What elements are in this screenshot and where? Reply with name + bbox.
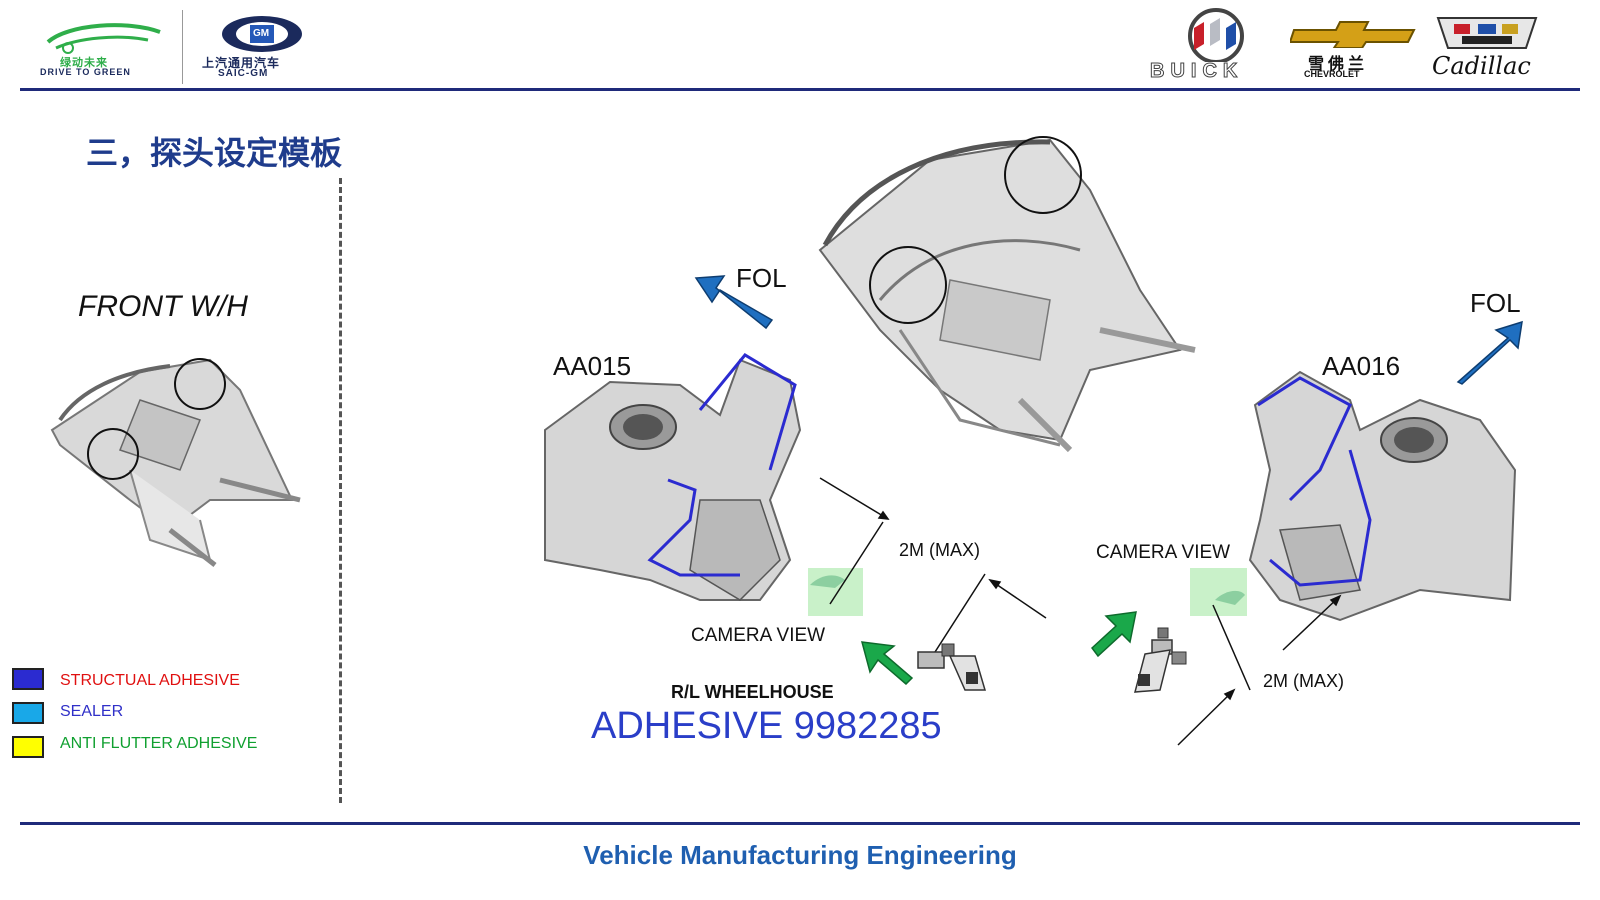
distance-label-left: 2M (MAX)	[899, 540, 980, 560]
wheelhouse-part-aa016	[1248, 370, 1517, 622]
front-wh-label: FRONT W/H	[78, 290, 248, 323]
part-label-aa015: AA015	[553, 351, 632, 381]
buick-tri-shield-icon	[1188, 8, 1244, 62]
legend-swatch-structural-adhesive	[12, 668, 44, 690]
fol-label-left: FOL	[736, 263, 787, 293]
cadillac-logo: Cadillac	[1432, 14, 1542, 82]
buick-wordmark: BUICK	[1150, 60, 1244, 83]
thumbnail-highlight-circle	[174, 358, 226, 410]
wheelhouse-label: R/L WHEELHOUSE	[671, 682, 834, 702]
part-label-aa016: AA016	[1322, 351, 1401, 381]
overview-highlight-circle	[1004, 136, 1082, 214]
saic-caption-cn: 上汽通用汽车	[202, 56, 281, 70]
dimension-lines	[819, 477, 1342, 746]
drive-to-green-logo: 绿动未来 DRIVE TO GREEN	[38, 14, 168, 78]
saic-gm-emblem-icon	[222, 16, 302, 52]
legend-label-anti-flutter: ANTI FLUTTER ADHESIVE	[60, 735, 258, 752]
camera-view-label-left: CAMERA VIEW	[691, 625, 826, 646]
fol-arrow-left-icon	[694, 275, 774, 330]
legend-label-sealer: SEALER	[60, 703, 124, 720]
fol-label-right: FOL	[1470, 288, 1521, 318]
body-in-white-overview	[818, 136, 1196, 453]
footer-text: Vehicle Manufacturing Engineering	[583, 840, 1017, 870]
front-wh-thumbnail	[50, 358, 301, 567]
camera-view-zone-left	[808, 568, 863, 616]
camera-arrow-left-icon	[860, 641, 914, 686]
camera-sensor-left-icon	[917, 643, 987, 691]
chevrolet-en: CHEVROLET	[1304, 69, 1360, 79]
camera-sensor-right-icon	[1134, 627, 1187, 693]
distance-label-right: 2M (MAX)	[1263, 671, 1344, 691]
chevrolet-logo: 雪佛兰 CHEVROLET	[1290, 18, 1418, 80]
saic-gm-logo: GM 上汽通用汽车 SAIC-GM	[200, 14, 330, 80]
fol-arrow-right-icon	[1456, 320, 1523, 385]
cadillac-wordmark: Cadillac	[1432, 52, 1531, 80]
logo-caption-cn: 绿动未来	[60, 57, 108, 69]
saic-caption-en: SAIC-GM	[218, 68, 269, 79]
buick-logo: BUICK	[1150, 8, 1290, 83]
adhesive-part-number: ADHESIVE 9982285	[591, 705, 942, 747]
camera-target-right-icon	[1215, 590, 1245, 605]
green-car-icon	[46, 23, 161, 54]
legend-label-structural-adhesive: STRUCTUAL ADHESIVE	[60, 672, 240, 689]
chevrolet-bowtie-icon	[1290, 21, 1416, 48]
chevrolet-cn: 雪佛兰	[1308, 56, 1369, 73]
vertical-dashed-divider	[339, 178, 342, 803]
camera-arrow-right-icon	[1090, 611, 1137, 658]
thumbnail-highlight-circle	[87, 428, 139, 480]
footer-divider	[20, 822, 1580, 825]
logo-divider	[182, 10, 183, 84]
camera-target-left-icon	[810, 575, 845, 588]
page-title: 三，探头设定模板	[86, 134, 343, 172]
logo-caption-en: DRIVE TO GREEN	[40, 67, 131, 77]
legend-swatch-anti-flutter	[12, 736, 44, 758]
gm-badge: GM	[253, 28, 270, 39]
legend-swatch-sealer	[12, 702, 44, 724]
header-divider	[20, 88, 1580, 91]
camera-view-label-right: CAMERA VIEW	[1096, 542, 1231, 563]
cadillac-crest-icon	[1436, 17, 1538, 49]
wheelhouse-part-aa015	[544, 353, 802, 601]
overview-highlight-circle	[869, 246, 947, 324]
